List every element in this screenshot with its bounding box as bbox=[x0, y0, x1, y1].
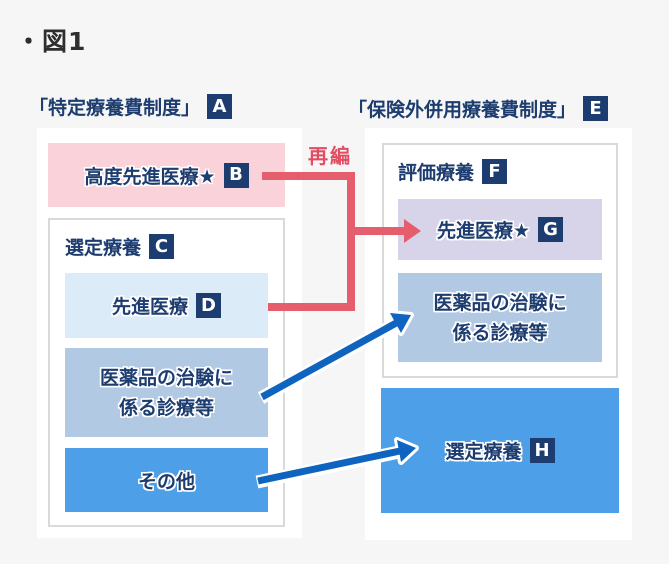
drug-trial-box-right-line1: 医薬品の治験に bbox=[433, 291, 567, 314]
drug-trial-box-left: 医薬品の治験に 係る診療等 bbox=[65, 348, 268, 437]
figure-title: ・図1 bbox=[16, 27, 87, 56]
evaluation-care-group: 評価療養 F 先進医療★ G 医薬品の治験に 係る診療等 bbox=[382, 143, 618, 378]
advanced-care-box-left-label: 先進医療 bbox=[111, 296, 188, 318]
selected-care-box-right: 選定療養 H bbox=[381, 388, 619, 513]
advanced-care-box-right: 先進医療★ G bbox=[398, 199, 602, 260]
right-system-panel: 評価療養 F 先進医療★ G 医薬品の治験に 係る診療等 選定療養 H bbox=[365, 128, 632, 540]
advanced-care-box-right-label: 先進医療★ bbox=[436, 220, 531, 242]
left-system-header: 「特定療養費制度」 A bbox=[29, 93, 233, 120]
left-system-header-label: 「特定療養費制度」 bbox=[29, 97, 201, 119]
drug-trial-box-left-line1: 医薬品の治験に bbox=[99, 366, 233, 389]
advanced-high-tech-medical-box: 高度先進医療★ B bbox=[48, 143, 285, 207]
selected-care-box-right-label: 選定療養 bbox=[445, 441, 522, 463]
badge-e: E bbox=[583, 96, 609, 121]
badge-c: C bbox=[149, 234, 175, 259]
other-box: その他 bbox=[65, 448, 268, 512]
badge-b: B bbox=[223, 162, 249, 188]
advanced-care-box-left: 先進医療 D bbox=[65, 273, 268, 338]
reorganization-label: 再編 bbox=[308, 144, 352, 168]
left-system-panel: 高度先進医療★ B 選定療養 C 先進医療 D 医薬品の治験に 係る診療等 その… bbox=[37, 128, 302, 538]
badge-h: H bbox=[529, 438, 555, 463]
badge-a: A bbox=[207, 94, 233, 119]
drug-trial-box-left-line2: 係る診療等 bbox=[118, 396, 214, 419]
other-box-label: その他 bbox=[137, 470, 195, 493]
drug-trial-box-right: 医薬品の治験に 係る診療等 bbox=[398, 273, 602, 362]
badge-d: D bbox=[196, 293, 221, 318]
selected-care-group-label-text: 選定療養 bbox=[65, 237, 142, 259]
evaluation-care-group-label-text: 評価療養 bbox=[398, 162, 475, 184]
badge-f: F bbox=[482, 159, 508, 184]
right-system-header: 「保険外併用療養費制度」 E bbox=[348, 95, 609, 122]
selected-care-group-label: 選定療養 C bbox=[65, 233, 175, 260]
badge-g: G bbox=[538, 217, 564, 242]
drug-trial-box-right-line2: 係る診療等 bbox=[452, 321, 548, 344]
right-system-header-label: 「保険外併用療養費制度」 bbox=[348, 99, 577, 121]
evaluation-care-group-label: 評価療養 F bbox=[398, 158, 508, 185]
selected-care-group: 選定療養 C 先進医療 D 医薬品の治験に 係る診療等 その他 bbox=[48, 218, 285, 527]
advanced-high-tech-medical-label: 高度先進医療★ bbox=[84, 165, 216, 188]
